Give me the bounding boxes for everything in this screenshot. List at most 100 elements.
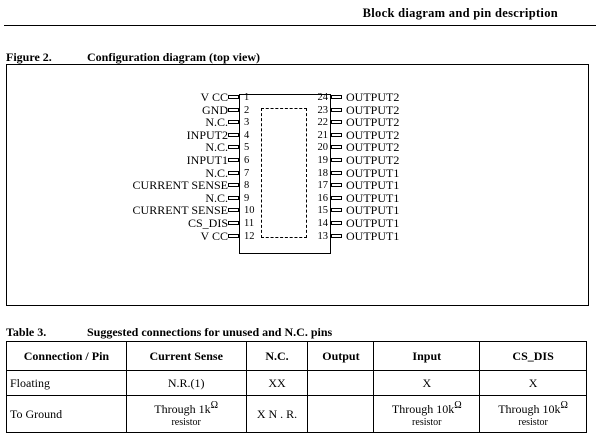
pin-name-label: OUTPUT1	[346, 165, 400, 180]
table-cell: To Ground	[6, 395, 127, 433]
ohm-symbol: Ω	[454, 400, 462, 411]
pin-number: 11	[244, 218, 255, 229]
ohm-symbol: Ω	[210, 400, 219, 411]
pin-number: 9	[244, 192, 250, 204]
table-cell	[307, 395, 375, 433]
pin-lead	[331, 120, 342, 125]
pin-name-label: OUTPUT1	[346, 228, 400, 243]
table-number: Table 3.	[6, 325, 47, 339]
pin-number: 15	[317, 205, 329, 217]
pin-lead	[228, 132, 239, 137]
pin-number: 17	[317, 180, 329, 192]
pin-lead	[331, 170, 342, 175]
header-rule	[4, 25, 596, 26]
pin-name-label: OUTPUT1	[346, 178, 400, 193]
pin-lead	[228, 183, 239, 188]
pin-lead	[331, 233, 342, 238]
ohm-symbol: Ω	[560, 400, 568, 411]
pin-number: 6	[244, 155, 250, 166]
pin-name-label: CURRENT SENSE	[132, 203, 228, 218]
table-cell: N.R.(1)	[125, 370, 247, 396]
table-cell: Through 1kΩ resistor	[125, 395, 247, 433]
pin-lead	[228, 233, 239, 238]
pin-lead	[331, 195, 342, 200]
pin-name-label: V CC	[200, 228, 228, 243]
table-header-row: Connection / Pin Current Sense N.C. Outp…	[6, 341, 587, 371]
pin-number: 20	[317, 142, 329, 154]
pin-lead	[331, 132, 342, 137]
column-header: Input	[373, 341, 481, 371]
table-row: To Ground Through 1kΩ resistor X N . R. …	[6, 395, 587, 433]
pin-number: 10	[244, 205, 255, 217]
pin-number: 7	[244, 167, 250, 179]
pin-lead	[228, 221, 239, 225]
pin-lead	[331, 95, 342, 99]
table-cell: X	[479, 370, 587, 396]
pin-number: 1	[244, 92, 250, 103]
pin-name-label: OUTPUT1	[346, 203, 400, 218]
pin-number: 13	[317, 230, 329, 242]
table-cell: Through 10kΩ resistor	[373, 395, 481, 433]
table-cell: Through 10kΩ resistor	[479, 395, 587, 433]
pin-name-label: V CC	[200, 90, 228, 104]
table-row: Floating N.R.(1) XX X X	[6, 370, 587, 396]
chip-package	[239, 94, 331, 254]
pin-name-label: OUTPUT1	[346, 190, 400, 205]
pin-number: 5	[244, 142, 250, 154]
table-cell: XX	[245, 370, 309, 396]
table-cell: X N . R.	[245, 395, 309, 433]
pin-name-label: CURRENT SENSE	[132, 178, 228, 193]
pin-number: 24	[317, 92, 329, 103]
pin-name-label: N.C.	[205, 115, 228, 130]
pin-name-label: N.C.	[205, 165, 228, 180]
figure-caption: Figure 2.Configuration diagram (top view…	[6, 50, 260, 65]
figure-frame	[6, 64, 589, 306]
pin-name-label: OUTPUT2	[346, 115, 400, 130]
pin-lead	[331, 145, 342, 150]
pin-name-label: GND	[202, 102, 228, 117]
pin-number: 21	[317, 129, 329, 141]
pin-number: 8	[244, 180, 250, 192]
column-header: Current Sense	[125, 341, 247, 371]
pin-lead	[228, 107, 239, 112]
pin-lead	[228, 95, 239, 99]
pin-lead	[228, 195, 239, 200]
pin-name-label: CS_DIS	[187, 216, 228, 230]
table-cell	[307, 370, 375, 396]
page-header-title: Block diagram and pin description	[362, 6, 558, 20]
pin-number: 2	[244, 104, 250, 116]
pin-lead	[331, 221, 342, 225]
pin-number: 3	[244, 117, 250, 129]
column-header: N.C.	[245, 341, 309, 371]
column-header: Connection / Pin	[6, 341, 127, 371]
table-caption: Table 3.Suggested connections for unused…	[6, 325, 332, 340]
pin-number: 23	[317, 104, 329, 116]
pin-lead	[331, 107, 342, 112]
pin-name-label: OUTPUT2	[346, 140, 400, 155]
pin-name-label: OUTPUT2	[346, 102, 400, 117]
figure-number: Figure 2.	[6, 50, 52, 64]
pin-name-label: N.C.	[205, 140, 228, 155]
pin-lead	[331, 183, 342, 188]
cell-subtext: resistor	[412, 417, 442, 428]
pin-name-label: OUTPUT2	[346, 153, 400, 167]
chip-die-outline	[261, 108, 307, 238]
connections-table: Connection / Pin Current Sense N.C. Outp…	[6, 341, 587, 433]
table-cell: Floating	[6, 370, 127, 396]
pin-name-label: OUTPUT1	[346, 216, 400, 230]
pin-number: 22	[317, 117, 329, 129]
pin-lead	[228, 145, 239, 150]
pin-name-label: N.C.	[205, 190, 228, 205]
cell-subtext: resistor	[518, 417, 548, 428]
pin-number: 18	[317, 167, 329, 179]
pin-number: 4	[244, 129, 250, 141]
pin-lead	[228, 170, 239, 175]
column-header: CS_DIS	[479, 341, 587, 371]
cell-main-text: Through 10k	[498, 402, 561, 416]
pin-lead	[228, 208, 239, 213]
cell-main-text: Through 10k	[391, 402, 455, 416]
table-cell: X	[373, 370, 481, 396]
cell-main-text: Through 1k	[154, 402, 211, 416]
column-header: Output	[307, 341, 375, 371]
pin-number: 16	[317, 192, 329, 204]
